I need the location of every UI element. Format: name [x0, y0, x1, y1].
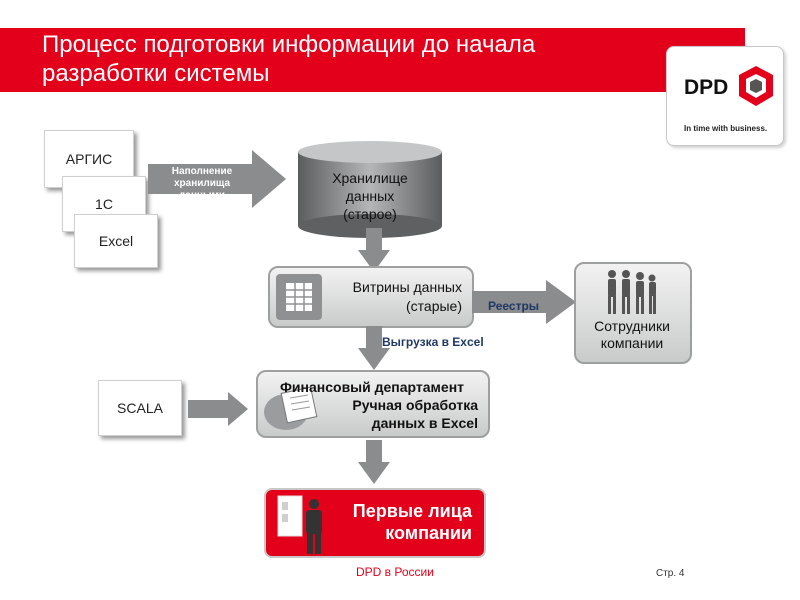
logo-tagline: In time with business.	[684, 124, 768, 133]
finance-title: Финансовый департамент	[279, 379, 465, 395]
logo-text: DPD	[684, 76, 729, 99]
source-argis: АРГИС	[44, 130, 134, 188]
fill-arrow	[148, 150, 286, 208]
title-bar	[0, 28, 745, 92]
document-hand-icon	[264, 386, 318, 430]
employees-label: Сотрудники компании	[594, 318, 670, 351]
page-number: Стр. 4	[656, 568, 685, 579]
presenter-icon	[277, 495, 322, 554]
source-excel: Excel	[74, 214, 158, 268]
top-people-label: Первые лица компании	[352, 501, 472, 543]
data-warehouse-cylinder	[298, 141, 442, 238]
scala-arrow	[188, 392, 248, 426]
source-scala: SCALA	[98, 380, 182, 436]
finance-subtitle: Ручная обработка данных в Excel	[352, 397, 478, 431]
dpd-cube-icon	[739, 66, 773, 106]
down-arrow-2	[358, 326, 390, 370]
employees-box	[574, 262, 692, 364]
people-icon	[608, 270, 656, 314]
database-icon	[276, 274, 322, 320]
page-title: Процесс подготовки информации до начала …	[42, 31, 536, 87]
data-marts-label: Витрины данных (старые)	[352, 279, 462, 314]
export-label: Выгрузка в Excel	[382, 335, 484, 349]
fill-arrow-label: Наполнение хранилища данными	[171, 166, 233, 201]
warehouse-label: Хранилище данных (старое)	[332, 170, 408, 222]
down-arrow-3	[358, 440, 390, 484]
footer-text: DPD в России	[356, 565, 434, 579]
registers-arrow	[472, 280, 576, 324]
registers-label: Реестры	[488, 299, 540, 313]
down-arrow-1	[358, 228, 390, 272]
